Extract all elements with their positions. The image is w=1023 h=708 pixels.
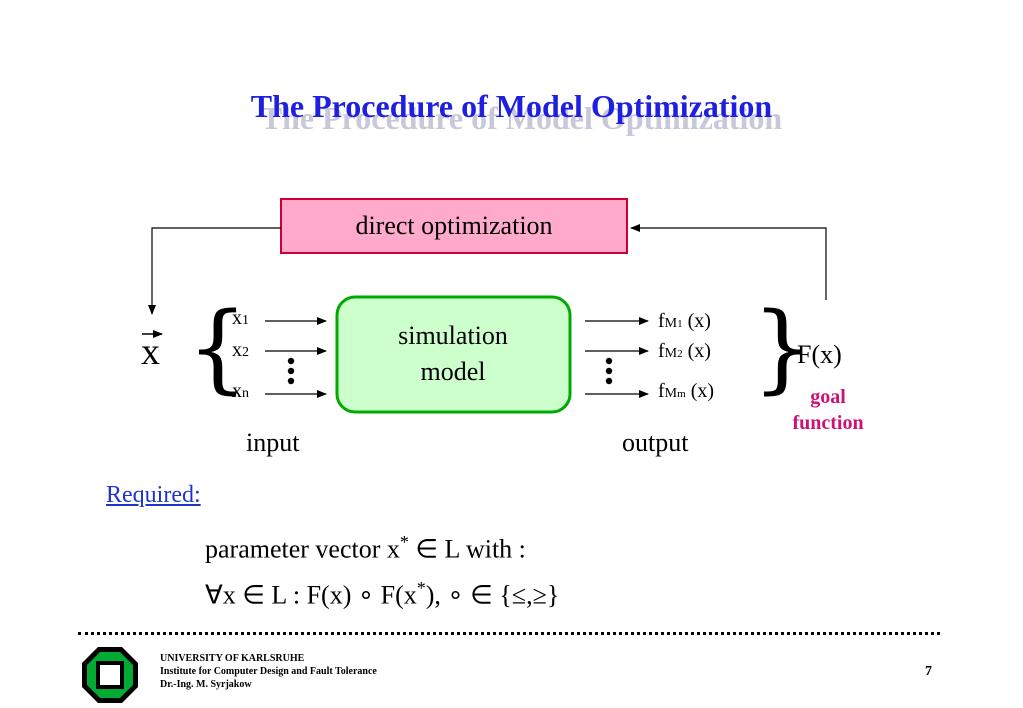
feedback-arrow bbox=[630, 224, 827, 300]
goal-line2: function bbox=[792, 412, 864, 434]
optimization-box bbox=[280, 198, 628, 254]
required-label: Required: bbox=[106, 482, 201, 508]
requirement-line1: parameter vector x* ∈ L with : bbox=[205, 532, 526, 564]
input-label-n: xn bbox=[232, 380, 249, 402]
simulation-label-line1: simulation bbox=[398, 321, 508, 350]
output-label-m: fMm (x) bbox=[658, 380, 715, 402]
title-shadow: The Procedure of Model Optimization bbox=[260, 100, 783, 136]
simulation-label: simulation model bbox=[338, 318, 568, 390]
output-caption: output bbox=[622, 428, 689, 457]
left-brace: { bbox=[187, 292, 249, 404]
footer-university: UNIVERSITY OF KARLSRUHE bbox=[160, 653, 305, 664]
output-ellipsis-dot bbox=[605, 367, 613, 375]
title-area: The Procedure of Model Optimization The … bbox=[0, 88, 1023, 138]
page-number: 7 bbox=[925, 664, 932, 679]
footer-author: Dr.-Ing. M. Syrjakow bbox=[160, 679, 252, 690]
simulation-box bbox=[335, 295, 572, 414]
vector-x: x bbox=[141, 331, 160, 373]
output-ellipsis-dot bbox=[605, 377, 613, 385]
input-ellipsis-dot bbox=[287, 377, 295, 385]
footer-separator bbox=[78, 632, 940, 635]
output-label-1: fM1 (x) bbox=[658, 310, 711, 332]
input-ellipsis-dot bbox=[287, 367, 295, 375]
goal-line1: goal bbox=[810, 386, 846, 408]
input-label-2: x2 bbox=[232, 339, 249, 361]
page-title: The Procedure of Model Optimization bbox=[250, 88, 773, 124]
optimization-label: direct optimization bbox=[355, 211, 553, 240]
right-brace: } bbox=[752, 292, 814, 404]
university-logo bbox=[82, 647, 138, 703]
goal-function-label: goal function bbox=[773, 384, 883, 436]
output-ellipsis-dot bbox=[605, 357, 613, 365]
footer-text: UNIVERSITY OF KARLSRUHE Institute for Co… bbox=[160, 652, 377, 691]
simulation-label-line2: model bbox=[420, 357, 486, 386]
output-label-2: fM2 (x) bbox=[658, 340, 711, 362]
input-caption: input bbox=[246, 428, 300, 457]
footer-institute: Institute for Computer Design and Fault … bbox=[160, 666, 377, 677]
input-label-1: x1 bbox=[232, 307, 249, 329]
input-ellipsis-dot bbox=[287, 357, 295, 365]
optimization-to-x-arrow bbox=[148, 227, 281, 315]
requirement-line2: ∀x ∈ L : F(x) ∘ F(x*), ∘ ∈ {≤,≥} bbox=[205, 578, 560, 610]
goal-expression: F(x) bbox=[797, 340, 842, 369]
